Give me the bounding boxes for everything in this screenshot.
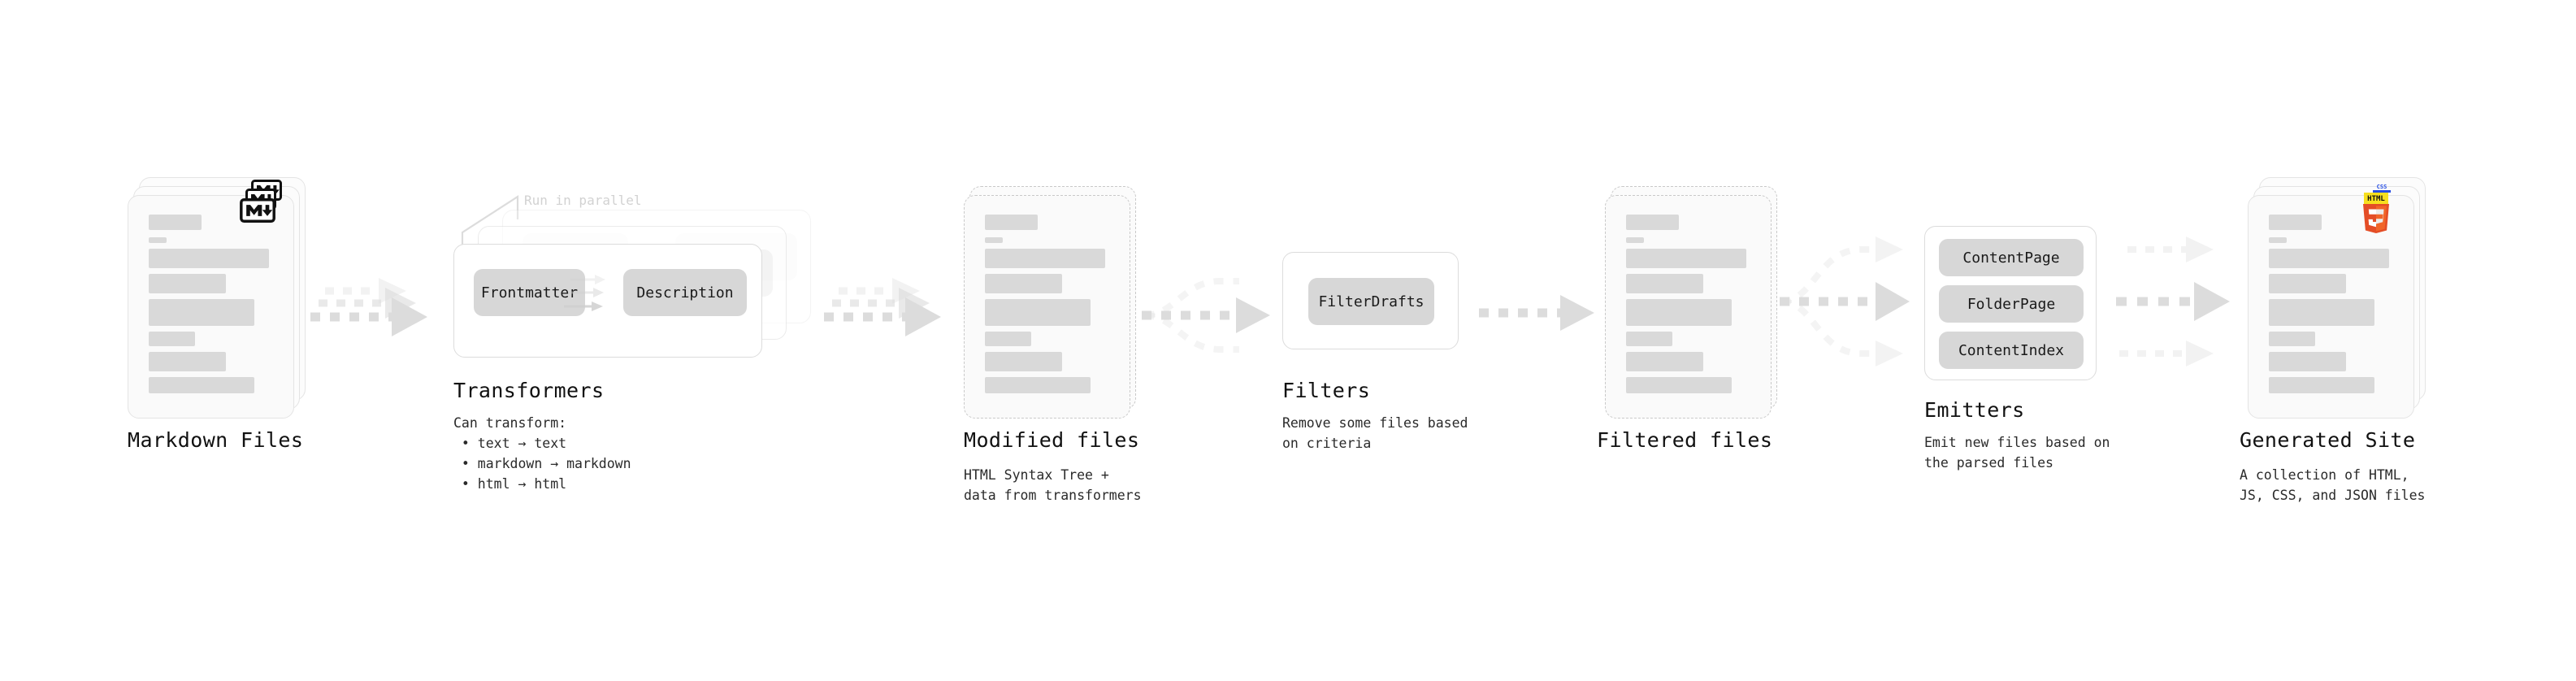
stage-description-filters: Remove some files based on criteria	[1282, 415, 1468, 451]
markdown-file-sheet-front	[128, 195, 294, 419]
site-file-sheet-html	[2248, 195, 2414, 419]
filtered-file-sheet-front	[1605, 195, 1772, 419]
skeleton-bar	[1626, 249, 1746, 268]
skeleton-bar	[149, 377, 254, 393]
run-in-parallel-bracket	[461, 194, 519, 252]
skeleton-bar	[1626, 352, 1703, 371]
filter-node-filterdrafts[interactable]: FilterDrafts	[1308, 278, 1434, 325]
skeleton-bar	[149, 352, 226, 371]
stage-description-modified-files: HTML Syntax Tree + data from transformer…	[964, 467, 1142, 503]
skeleton-bar	[149, 237, 167, 243]
skeleton-bar	[1626, 215, 1679, 230]
skeleton-bar	[2269, 332, 2315, 346]
css-icon: CSS	[2373, 184, 2391, 193]
skeleton-bar	[149, 249, 269, 268]
emitter-node-contentpage[interactable]: ContentPage	[1939, 239, 2084, 276]
skeleton-bar	[149, 332, 195, 346]
arrow-modified-to-filters	[1142, 278, 1270, 353]
skeleton-bar	[149, 274, 226, 293]
emitter-node-contentindex[interactable]: ContentIndex	[1939, 332, 2084, 369]
transformer-inner-arrows	[564, 275, 605, 311]
arrow-emitters-to-site	[2116, 236, 2230, 367]
markdown-files-stack	[128, 177, 306, 419]
stage-label-markdown-files: Markdown Files	[128, 428, 304, 452]
stage-description-generated-site: A collection of HTML, JS, CSS, and JSON …	[2240, 467, 2426, 503]
skeleton-bar	[2269, 237, 2287, 243]
skeleton-bar	[2269, 352, 2346, 371]
stage-label-filtered-files: Filtered files	[1597, 428, 1773, 452]
arrow-filtered-to-emitters	[1780, 236, 1910, 367]
filtered-files-stack	[1605, 186, 1777, 419]
skeleton-bar	[1626, 377, 1732, 393]
skeleton-bar	[1626, 274, 1703, 293]
skeleton-bar	[985, 299, 1091, 326]
skeleton-bar	[985, 215, 1038, 230]
skeleton-bar	[149, 299, 254, 326]
run-in-parallel-label: Run in parallel	[524, 193, 642, 208]
skeleton-bar	[2269, 215, 2322, 230]
modified-file-sheet-front	[964, 195, 1130, 419]
arrow-markdown-to-transformers	[310, 278, 427, 336]
generated-site-stack: CSS HTML	[2248, 177, 2426, 419]
filters-box: FilterDrafts	[1282, 252, 1459, 349]
skeleton-bar	[2269, 249, 2389, 268]
skeleton-bar	[985, 352, 1062, 371]
stage-label-filters: Filters	[1282, 379, 1371, 402]
skeleton-bar	[1626, 299, 1732, 326]
skeleton-bar	[2269, 377, 2374, 393]
stage-description-emitters: Emit new files based on the parsed files	[1924, 435, 2110, 471]
skeleton-bar	[1626, 332, 1672, 346]
arrow-filters-to-filtered	[1479, 295, 1594, 331]
emitter-node-folderpage[interactable]: FolderPage	[1939, 285, 2084, 323]
stage-label-emitters: Emitters	[1924, 398, 2025, 422]
transformer-node-description[interactable]: Description	[623, 269, 747, 316]
skeleton-bar	[2269, 274, 2346, 293]
skeleton-bar	[2269, 299, 2374, 326]
stage-label-modified-files: Modified files	[964, 428, 1140, 452]
emitters-box: ContentPage FolderPage ContentIndex	[1924, 226, 2097, 380]
skeleton-bar	[985, 274, 1062, 293]
stage-description-transformers: Can transform: • text → text • markdown …	[453, 415, 631, 492]
modified-files-stack	[964, 186, 1136, 419]
svg-text:HTML: HTML	[2367, 195, 2385, 203]
skeleton-bar	[985, 377, 1091, 393]
stage-label-transformers: Transformers	[453, 379, 605, 402]
transformer-node-frontmatter[interactable]: Frontmatter	[474, 269, 585, 316]
transformers-box: Frontmatter Description	[453, 244, 762, 358]
stage-label-generated-site: Generated Site	[2240, 428, 2416, 452]
skeleton-bar	[985, 332, 1031, 346]
html5-icon: HTML	[2363, 195, 2389, 233]
skeleton-bar	[1626, 237, 1644, 243]
skeleton-bar	[985, 249, 1105, 268]
skeleton-bar	[149, 215, 202, 230]
arrow-transformers-to-modified	[824, 278, 941, 336]
markdown-icon	[240, 198, 275, 223]
svg-text:CSS: CSS	[2377, 184, 2387, 190]
skeleton-bar	[985, 237, 1003, 243]
